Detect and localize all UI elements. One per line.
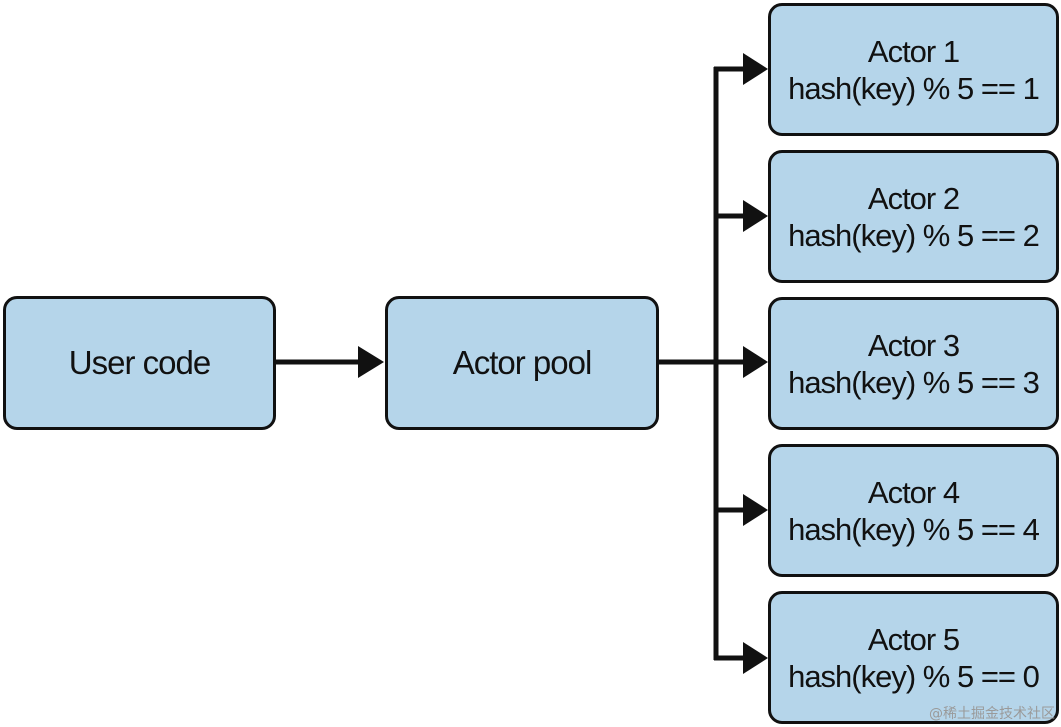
actor-1-node: Actor 1 hash(key) % 5 == 1	[768, 3, 1059, 136]
arrowhead-actor-5	[743, 642, 768, 674]
watermark: @稀土掘金技术社区	[929, 706, 1055, 722]
actor-3-node: Actor 3 hash(key) % 5 == 3	[768, 297, 1059, 430]
actor-3-rule: hash(key) % 5 == 3	[788, 364, 1040, 400]
arrowhead-actor-4	[743, 494, 768, 526]
actor-5-node: Actor 5 hash(key) % 5 == 0	[768, 591, 1059, 724]
actor-2-node: Actor 2 hash(key) % 5 == 2	[768, 150, 1059, 283]
arrowhead-actor-1	[743, 53, 768, 85]
actor-4-rule: hash(key) % 5 == 4	[788, 511, 1040, 547]
actor-4-node: Actor 4 hash(key) % 5 == 4	[768, 444, 1059, 577]
arrowhead-actor-pool	[358, 346, 384, 378]
actor-2-name: Actor 2	[867, 180, 960, 216]
actor-pool-node: Actor pool	[385, 296, 659, 430]
arrowhead-actor-2	[743, 200, 768, 232]
arrowhead-actor-3	[743, 346, 768, 378]
user-code-node: User code	[3, 296, 276, 430]
actor-1-rule: hash(key) % 5 == 1	[788, 70, 1040, 106]
actor-2-rule: hash(key) % 5 == 2	[788, 217, 1040, 253]
actor-5-name: Actor 5	[867, 621, 960, 657]
user-code-label: User code	[68, 344, 211, 381]
actor-1-name: Actor 1	[867, 33, 960, 69]
actor-4-name: Actor 4	[867, 474, 960, 510]
actor-3-name: Actor 3	[867, 327, 960, 363]
actor-pool-label: Actor pool	[452, 344, 593, 381]
actor-5-rule: hash(key) % 5 == 0	[788, 658, 1040, 694]
